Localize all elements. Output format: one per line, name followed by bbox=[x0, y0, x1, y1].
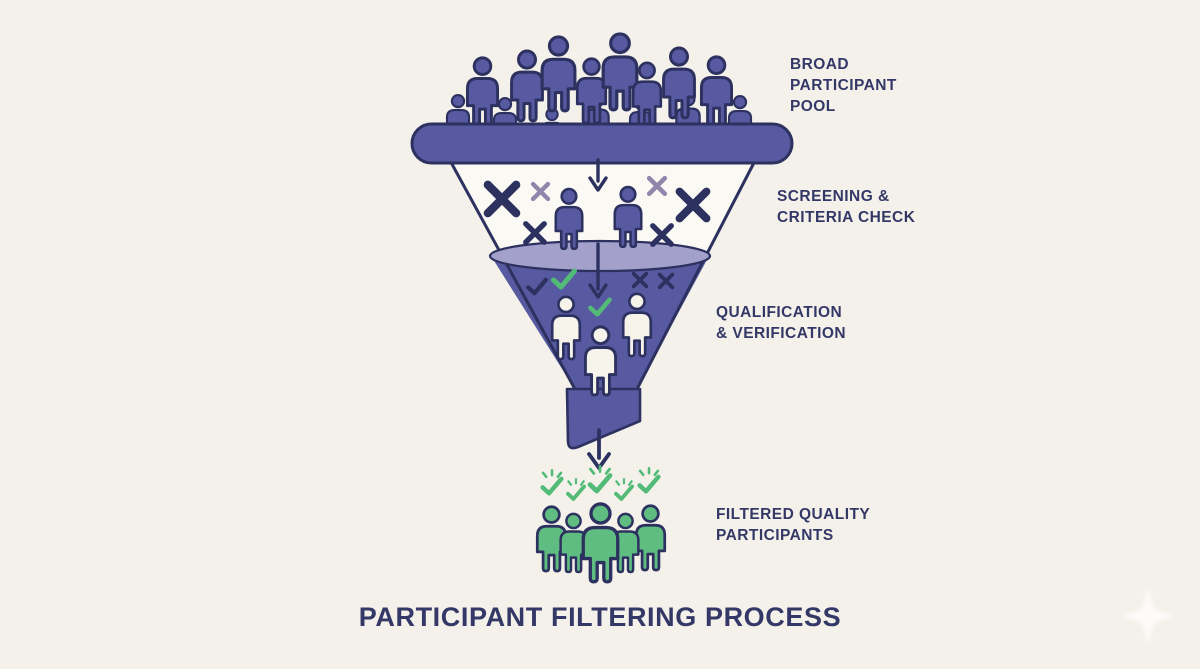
person-icon bbox=[510, 49, 544, 123]
qualification-zone bbox=[528, 242, 675, 397]
celebration-check-icon bbox=[640, 468, 659, 491]
person-icon bbox=[581, 502, 620, 584]
funnel-liquid bbox=[491, 256, 709, 391]
person-icon bbox=[601, 32, 639, 112]
funnel-rim bbox=[410, 122, 794, 165]
stage-label-screening: SCREENING & CRITERIA CHECK bbox=[777, 188, 916, 226]
down-arrow-icon bbox=[588, 158, 608, 192]
funnel-cone-walls bbox=[445, 154, 760, 392]
person-icon bbox=[634, 504, 667, 572]
person-icon bbox=[662, 46, 696, 120]
person-icon bbox=[540, 35, 577, 113]
celebration-check-icon bbox=[543, 470, 562, 493]
sparkle-icon bbox=[1121, 589, 1175, 643]
funnel-stem bbox=[565, 387, 642, 450]
person-icon bbox=[465, 56, 500, 128]
person-icon bbox=[699, 55, 734, 127]
funnel bbox=[410, 122, 794, 450]
celebration-check-icon bbox=[590, 466, 610, 491]
page-title: PARTICIPANT FILTERING PROCESS bbox=[358, 602, 842, 632]
celebration-check-icon bbox=[614, 477, 634, 501]
filtered-group bbox=[535, 466, 667, 584]
stage-label-broad-pool: BROAD PARTICIPANT POOL bbox=[790, 56, 897, 115]
liquid-surface bbox=[488, 239, 712, 273]
down-arrow-icon bbox=[588, 242, 608, 299]
stage-label-qualification: QUALIFICATION & VERIFICATION bbox=[716, 304, 847, 342]
screening-zone bbox=[488, 158, 707, 251]
celebration-check-icon bbox=[566, 477, 586, 501]
stage-label-filtered: FILTERED QUALITY PARTICIPANTS bbox=[716, 506, 871, 544]
